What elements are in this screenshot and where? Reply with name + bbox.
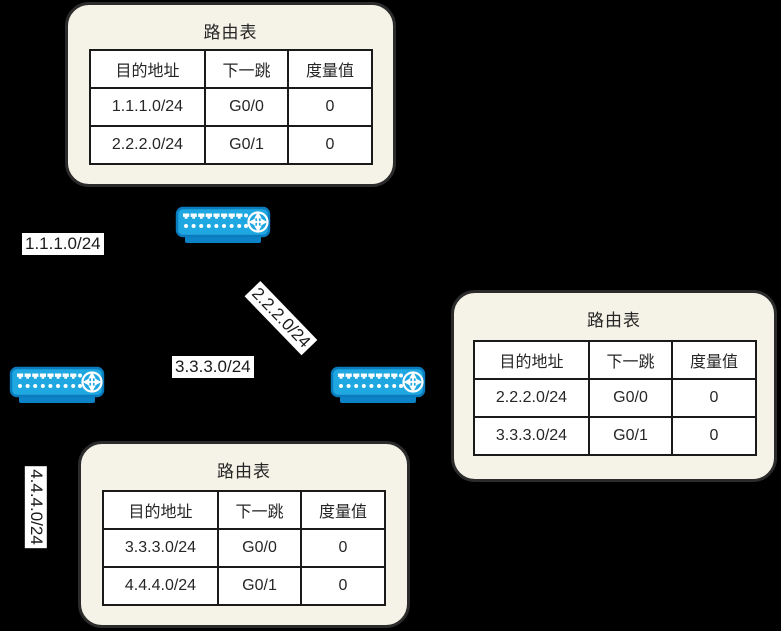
header-metric: 度量值 [671,340,757,380]
table-row: 2.2.2.0/24 G0/1 0 [89,125,373,165]
table-row: 1.1.1.0/24 G0/0 0 [89,87,373,127]
header-next-hop: 下一跳 [588,340,673,380]
header-metric: 度量值 [287,49,373,89]
router-icon [9,366,105,403]
table-header-row: 目的地址 下一跳 度量值 [89,49,373,89]
header-next-hop: 下一跳 [217,490,302,530]
table-header-row: 目的地址 下一跳 度量值 [473,340,757,380]
network-label-3: 3.3.3.0/24 [172,356,254,378]
routing-table-panel-1: 路由表 目的地址 下一跳 度量值 1.1.1.0/24 G0/0 0 2.2.2… [65,2,396,187]
router-icon [330,366,426,403]
router-device-top [175,204,275,246]
header-next-hop: 下一跳 [204,49,289,89]
cell-metric: 0 [671,416,757,456]
header-destination: 目的地址 [102,490,219,530]
router-device-left [9,364,109,406]
header-destination: 目的地址 [89,49,206,89]
cell-next-hop: G0/1 [217,566,302,606]
table-row: 3.3.3.0/24 G0/0 0 [102,528,386,568]
table-header-row: 目的地址 下一跳 度量值 [102,490,386,530]
cell-next-hop: G0/0 [588,378,673,418]
routing-table-panel-3: 路由表 目的地址 下一跳 度量值 3.3.3.0/24 G0/0 0 4.4.4… [78,441,410,628]
cell-destination: 1.1.1.0/24 [89,87,206,127]
cell-next-hop: G0/0 [204,87,289,127]
cell-destination: 4.4.4.0/24 [102,566,219,606]
router-device-right [330,364,430,406]
cell-metric: 0 [287,87,373,127]
cell-destination: 3.3.3.0/24 [473,416,590,456]
routing-table-title: 路由表 [217,462,271,481]
network-label-4: 4.4.4.0/24 [24,466,47,548]
table-row: 4.4.4.0/24 G0/1 0 [102,566,386,606]
table-row: 3.3.3.0/24 G0/1 0 [473,416,757,456]
cell-next-hop: G0/1 [204,125,289,165]
cell-metric: 0 [287,125,373,165]
cell-metric: 0 [671,378,757,418]
routing-table-title: 路由表 [203,23,258,42]
routing-table-title: 路由表 [587,311,641,330]
routing-table-1: 目的地址 下一跳 度量值 1.1.1.0/24 G0/0 0 2.2.2.0/2… [89,49,373,165]
routing-table-2: 目的地址 下一跳 度量值 2.2.2.0/24 G0/0 0 3.3.3.0/2… [473,340,757,456]
cell-next-hop: G0/1 [588,416,673,456]
routing-table-3: 目的地址 下一跳 度量值 3.3.3.0/24 G0/0 0 4.4.4.0/2… [102,490,386,606]
cell-destination: 3.3.3.0/24 [102,528,219,568]
header-destination: 目的地址 [473,340,590,380]
routing-table-panel-2: 路由表 目的地址 下一跳 度量值 2.2.2.0/24 G0/0 0 3.3.3… [451,290,777,482]
network-label-1: 1.1.1.0/24 [22,233,104,255]
cell-metric: 0 [300,528,386,568]
table-row: 2.2.2.0/24 G0/0 0 [473,378,757,418]
header-metric: 度量值 [300,490,386,530]
cell-destination: 2.2.2.0/24 [89,125,206,165]
cell-destination: 2.2.2.0/24 [473,378,590,418]
network-label-2: 2.2.2.0/24 [244,281,318,355]
cell-next-hop: G0/0 [217,528,302,568]
router-icon [175,206,271,243]
cell-metric: 0 [300,566,386,606]
